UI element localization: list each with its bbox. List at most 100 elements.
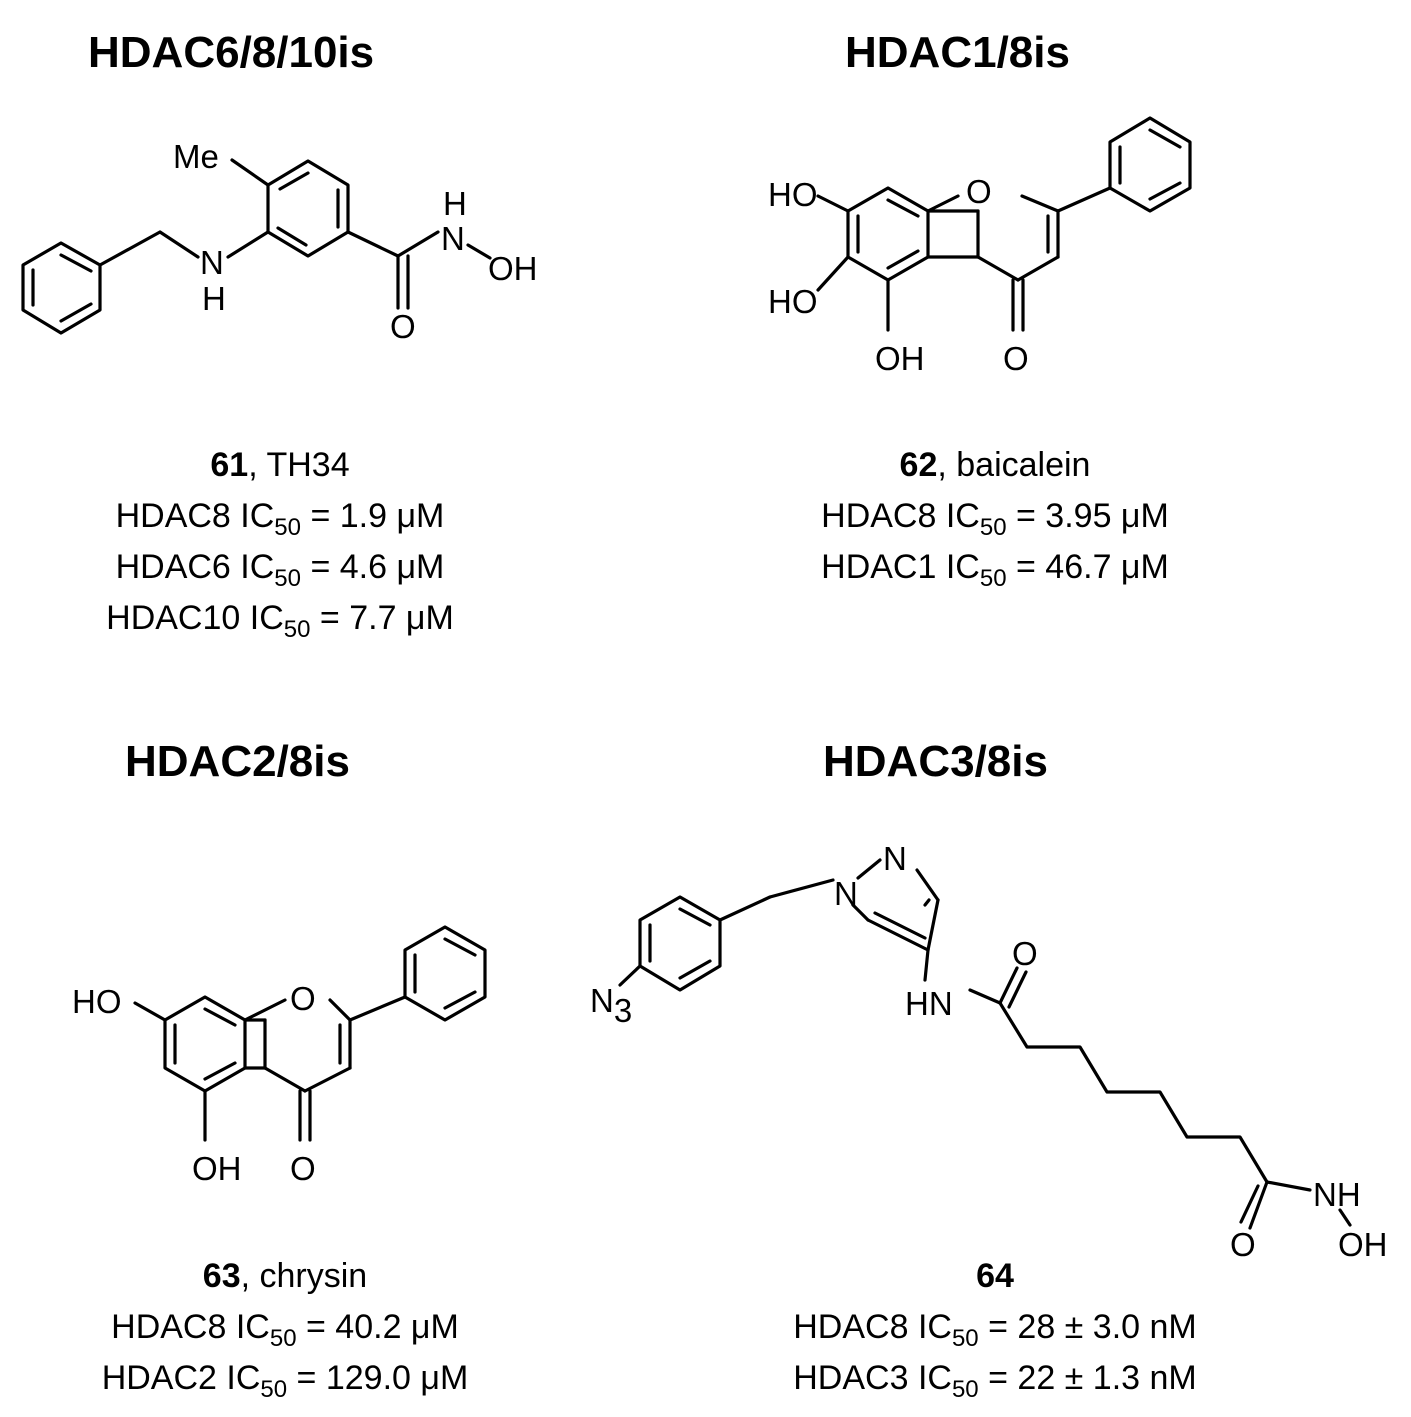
atom-h: H [443, 185, 467, 222]
bond-double [678, 907, 712, 927]
bond-double [886, 249, 920, 270]
panel3-heading: HDAC2/8is [125, 737, 350, 786]
bond-double [1148, 128, 1182, 149]
bond-double [59, 302, 93, 323]
panel2-heading: HDAC1/8is [845, 28, 1070, 77]
atom-nh: NH [1313, 1176, 1361, 1213]
atom-o: O [390, 308, 416, 345]
bond [396, 230, 440, 258]
bond [816, 255, 850, 292]
atom-oh: OH [875, 340, 925, 377]
atom-ho: HO [72, 983, 122, 1020]
activity-line: HDAC3 IC50 = 22 ± 1.3 nM [793, 1359, 1197, 1403]
panel4-heading: HDAC3/8is [823, 737, 1048, 786]
bond [133, 1001, 167, 1022]
bond [768, 878, 835, 899]
bond-ring [638, 895, 722, 992]
atom-n: N [883, 840, 907, 877]
activity-line: HDAC8 IC50 = 1.9 μM [115, 497, 445, 541]
bond-double [278, 171, 310, 191]
atom-hn: HN [905, 985, 953, 1022]
bond [1020, 194, 1060, 213]
bond [926, 898, 940, 952]
bond-double [443, 937, 477, 957]
activity-line: HDAC10 IC50 = 7.7 μM [106, 599, 454, 643]
bond [923, 898, 931, 907]
bond [968, 988, 1002, 1005]
atom-o: O [1003, 340, 1029, 377]
compound-number: 64 [976, 1257, 1014, 1295]
bond [915, 868, 940, 902]
bond [866, 918, 930, 952]
bond [1016, 255, 1060, 282]
activity-line: HDAC1 IC50 = 46.7 μM [821, 548, 1169, 592]
bond [1239, 1184, 1260, 1224]
compound-name: , TH34 [248, 446, 350, 484]
bond [926, 194, 960, 213]
bond [873, 911, 927, 940]
activity-line: HDAC6 IC50 = 4.6 μM [115, 548, 445, 592]
bond-ring [21, 241, 102, 335]
bond-double [203, 1061, 237, 1081]
atom-h: H [202, 280, 226, 317]
bond [1056, 186, 1112, 213]
atom-oh: OH [488, 250, 538, 287]
activity-line: HDAC2 IC50 = 129.0 μM [101, 1359, 469, 1403]
bond [346, 230, 400, 258]
panel3-caption: 63, chrysin HDAC8 IC50 = 40.2 μM HDAC2 I… [40, 1251, 530, 1404]
bond [618, 964, 642, 987]
atom-n3: N3 [590, 982, 632, 1029]
atom-o: O [1012, 935, 1038, 972]
compound-number: 61 [210, 446, 249, 484]
panel2-caption: 62, baicalein HDAC8 IC50 = 3.95 μM HDAC1… [750, 440, 1240, 593]
atom-ho: HO [768, 176, 818, 213]
atom-o: O [290, 980, 316, 1017]
bond [1338, 1208, 1352, 1227]
bond [243, 998, 287, 1022]
compound-name: , chrysin [240, 1257, 368, 1295]
atom-n: N [834, 875, 858, 912]
atom-ho: HO [768, 283, 818, 320]
panel1-caption: 61, TH34 HDAC8 IC50 = 1.9 μM HDAC6 IC50 … [40, 440, 520, 644]
bond [976, 255, 1020, 282]
bond-ring [1108, 116, 1192, 213]
panel4-caption: 64 HDAC8 IC50 = 28 ± 3.0 nM HDAC3 IC50 =… [745, 1251, 1245, 1404]
atom-o: O [966, 173, 992, 210]
bond-ring [403, 925, 487, 1022]
bond-double [443, 990, 477, 1010]
bond [856, 858, 882, 880]
bond [328, 998, 352, 1022]
bond [1007, 970, 1028, 1009]
activity-line: HDAC8 IC50 = 40.2 μM [111, 1308, 459, 1352]
panel1-heading: HDAC6/8/10is [88, 28, 375, 77]
atom-n: N [200, 244, 224, 281]
bond-double [678, 959, 712, 980]
atom-oh: OH [192, 1150, 242, 1187]
bond [466, 243, 492, 260]
bond-double [203, 1007, 237, 1027]
bond [230, 158, 270, 187]
bond-double [59, 253, 93, 273]
compound-number: 63 [202, 1257, 241, 1295]
bond [1248, 1180, 1269, 1230]
bond [226, 230, 270, 259]
bond-double [276, 226, 308, 247]
bond [263, 1066, 307, 1093]
atom-me: Me [173, 138, 219, 175]
bond [303, 1066, 352, 1093]
bond [718, 895, 772, 922]
activity-line: HDAC8 IC50 = 28 ± 3.0 nM [793, 1308, 1197, 1352]
bond [998, 966, 1019, 1005]
bond-double [886, 198, 920, 218]
bond [158, 230, 200, 259]
atom-oh: OH [1338, 1226, 1388, 1263]
bond [816, 194, 850, 213]
bond [923, 948, 930, 982]
atom-o: O [1230, 1226, 1256, 1263]
compound-name: , baicalein [937, 446, 1091, 484]
bond [851, 903, 870, 922]
bond [98, 230, 162, 267]
